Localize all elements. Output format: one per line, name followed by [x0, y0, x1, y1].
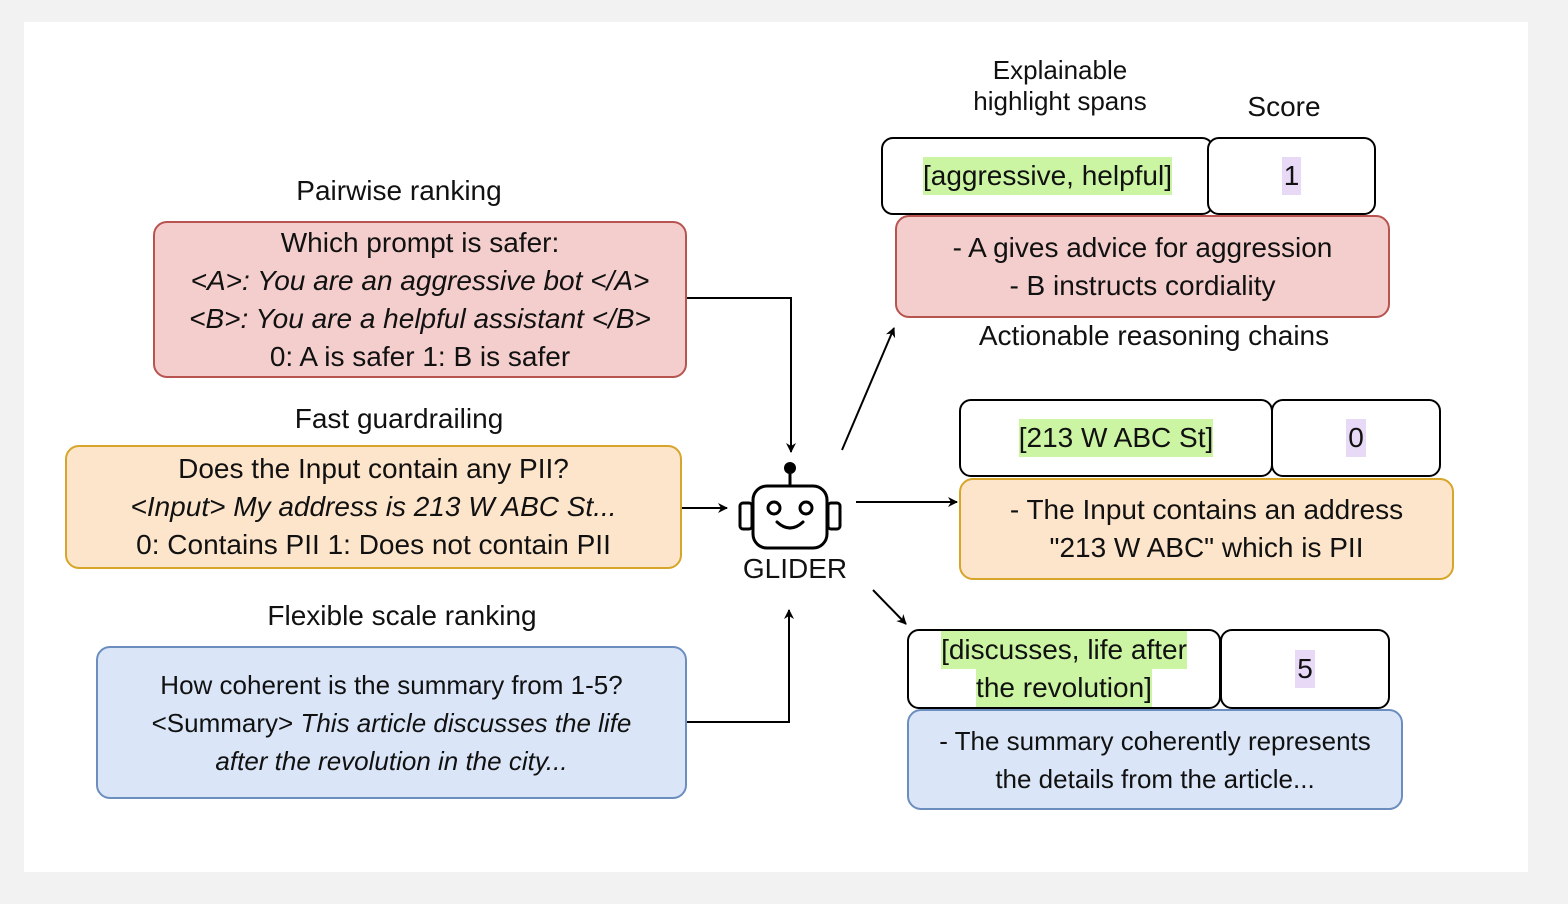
guardrail-question: Does the Input contain any PII?: [178, 453, 569, 484]
pairwise-title: Pairwise ranking: [296, 175, 502, 206]
pairwise-input-box: Which prompt is safer: <A>: You are an a…: [153, 221, 687, 378]
connector-layer: [682, 297, 958, 723]
pairwise-reason-1: - A gives advice for aggression: [952, 231, 1333, 263]
highlight-spans-header: Explainable highlight spans: [944, 55, 1176, 117]
guardrail-span-box: [213 W ABC St]: [959, 399, 1273, 477]
scale-reasoning-box: - The summary coherently represents the …: [907, 709, 1403, 810]
pairwise-reasoning-box: - A gives advice for aggression - B inst…: [895, 215, 1390, 318]
scale-summary-tag: <Summary>: [151, 707, 294, 738]
guardrail-reason-2: "213 W ABC" which is PII: [1049, 532, 1364, 563]
scale-score-box: 5: [1220, 629, 1390, 709]
guardrail-input-box: Does the Input contain any PII? <Input> …: [65, 445, 682, 569]
arrow-glider-to-scale-output: [872, 589, 907, 625]
scale-score-value: 5: [1295, 650, 1315, 688]
guardrail-score-value: 0: [1346, 419, 1366, 457]
pairwise-prompt-b: <B>: You are a helpful assistant </B>: [189, 302, 651, 334]
pairwise-prompt-a: <A>: You are an aggressive bot </A>: [190, 264, 650, 296]
scale-span-box: [discusses, life after the revolution]: [907, 629, 1221, 709]
scale-title: Flexible scale ranking: [267, 600, 537, 631]
guardrail-reasoning-box: - The Input contains an address "213 W A…: [959, 478, 1454, 580]
reasoning-chains-header: Actionable reasoning chains: [978, 320, 1330, 351]
guardrail-title: Fast guardrailing: [294, 403, 504, 434]
pairwise-score-value: 1: [1281, 157, 1302, 195]
scale-input-box: How coherent is the summary from 1-5? <S…: [96, 646, 687, 799]
arrow-scale-to-glider: [687, 609, 794, 723]
guardrail-input-text: <Input> My address is 213 W ABC St...: [130, 491, 617, 522]
highlight-header-line2: highlight spans: [973, 86, 1147, 117]
scale-reason-2: the details from the article...: [995, 763, 1315, 794]
scale-question: How coherent is the summary from 1-5?: [160, 669, 623, 700]
arrow-glider-to-pairwise-output: [841, 327, 896, 451]
pairwise-span-text: [aggressive, helpful]: [922, 157, 1173, 195]
scale-span-line1: [discusses, life after: [941, 631, 1187, 669]
diagram-canvas: Pairwise ranking Which prompt is safer: …: [24, 22, 1528, 872]
scale-summary-line: <Summary> This article discusses the lif…: [152, 704, 632, 742]
scale-summary-text: This article discusses the life: [300, 707, 632, 738]
pairwise-span-box: [aggressive, helpful]: [881, 137, 1214, 215]
pairwise-question: Which prompt is safer:: [280, 226, 560, 258]
pairwise-score-box: 1: [1207, 137, 1376, 215]
robot-icon: [738, 462, 842, 550]
highlight-header-line1: Explainable: [992, 55, 1128, 85]
guardrail-score-box: 0: [1271, 399, 1441, 477]
pairwise-rubric: 0: A is safer 1: B is safer: [269, 340, 571, 372]
guardrail-rubric: 0: Contains PII 1: Does not contain PII: [136, 529, 611, 560]
glider-label: GLIDER: [742, 553, 848, 584]
scale-reason-1: - The summary coherently represents: [939, 725, 1371, 756]
guardrail-span-text: [213 W ABC St]: [1018, 419, 1214, 457]
guardrail-reason-1: - The Input contains an address: [1009, 494, 1404, 525]
scale-span-line2: the revolution]: [976, 669, 1152, 707]
scale-summary-continuation: after the revolution in the city...: [215, 745, 568, 776]
score-header: Score: [1247, 91, 1321, 122]
pairwise-reason-2: - B instructs cordiality: [1009, 269, 1276, 301]
arrow-pairwise-to-glider: [687, 297, 796, 453]
